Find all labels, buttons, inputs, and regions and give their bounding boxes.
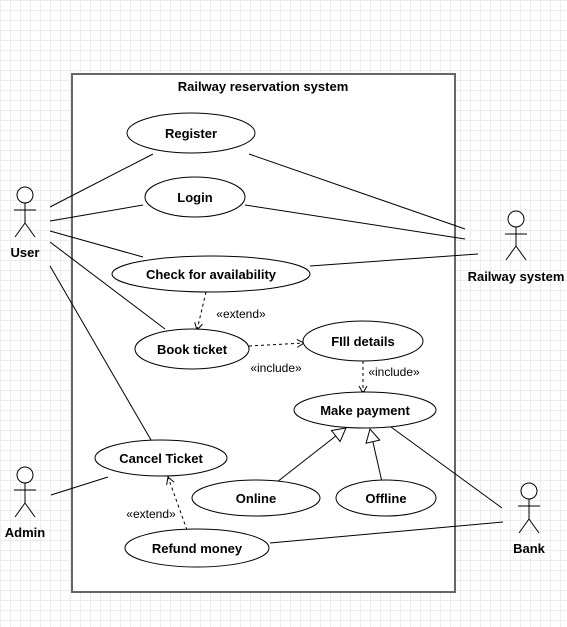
- assoc-payment-bank[interactable]: [390, 426, 503, 509]
- actor-railway-system-head-icon: [507, 210, 525, 228]
- actor-user-label: User: [11, 245, 40, 260]
- assoc-user-register[interactable]: [49, 153, 154, 208]
- assoc-register-railway[interactable]: [248, 153, 466, 230]
- assoc-admin-cancel[interactable]: [50, 476, 109, 496]
- use-case-check-availability-label: Check for availability: [146, 267, 277, 282]
- system-title: Railway reservation system: [178, 79, 349, 94]
- gen-offline-payment[interactable]: [365, 427, 383, 483]
- generalizations: [276, 427, 383, 483]
- assoc-login-railway[interactable]: [244, 204, 466, 240]
- assoc-refund-bank[interactable]: [269, 521, 504, 544]
- actor-railway-system-label: Railway system: [468, 269, 565, 284]
- use-case-register-label: Register: [165, 126, 217, 141]
- assoc-user-check[interactable]: [49, 230, 144, 258]
- assoc-user-book[interactable]: [49, 241, 166, 330]
- actor-bank-label: Bank: [513, 541, 546, 556]
- use-case-offline-label: Offline: [365, 491, 406, 506]
- actor-user[interactable]: [14, 186, 36, 238]
- assoc-user-login[interactable]: [49, 204, 144, 222]
- use-case-refund-money-label: Refund money: [152, 541, 243, 556]
- gen-online-payment[interactable]: [276, 427, 347, 483]
- use-case-login[interactable]: Login: [144, 176, 246, 218]
- use-case-make-payment[interactable]: Make payment: [293, 391, 437, 429]
- associations: [49, 153, 504, 544]
- actor-user-head-icon: [16, 186, 34, 204]
- actor-admin-label: Admin: [5, 525, 46, 540]
- use-case-online-label: Online: [236, 491, 276, 506]
- use-case-cancel-ticket-label: Cancel Ticket: [119, 451, 203, 466]
- use-case-fill-details[interactable]: FIll details: [302, 320, 424, 362]
- use-case-book-ticket[interactable]: Book ticket: [134, 328, 250, 370]
- label-include-fill: «include»: [250, 361, 302, 375]
- use-case-offline[interactable]: Offline: [335, 479, 437, 517]
- dependencies: [166, 291, 368, 531]
- use-case-online[interactable]: Online: [191, 479, 321, 517]
- actor-railway-system[interactable]: [505, 210, 527, 261]
- label-extend-book: «extend»: [216, 307, 266, 321]
- use-case-register[interactable]: Register: [126, 112, 256, 154]
- use-case-make-payment-label: Make payment: [320, 403, 410, 418]
- use-case-fill-details-label: FIll details: [331, 334, 395, 349]
- actor-bank-head-icon: [520, 482, 538, 500]
- use-case-refund-money[interactable]: Refund money: [124, 528, 270, 568]
- label-extend-refund: «extend»: [126, 507, 176, 521]
- dep-extend-book-check[interactable]: [194, 291, 207, 331]
- use-case-check-availability[interactable]: Check for availability: [111, 255, 311, 293]
- actor-admin[interactable]: [14, 466, 36, 518]
- use-case-cancel-ticket[interactable]: Cancel Ticket: [94, 439, 228, 477]
- assoc-check-railway[interactable]: [309, 253, 479, 267]
- actor-bank[interactable]: [518, 482, 540, 534]
- use-case-login-label: Login: [177, 190, 212, 205]
- use-case-book-ticket-label: Book ticket: [157, 342, 228, 357]
- assoc-user-cancel[interactable]: [49, 265, 152, 441]
- label-include-payment: «include»: [368, 365, 420, 379]
- actor-admin-head-icon: [16, 466, 34, 484]
